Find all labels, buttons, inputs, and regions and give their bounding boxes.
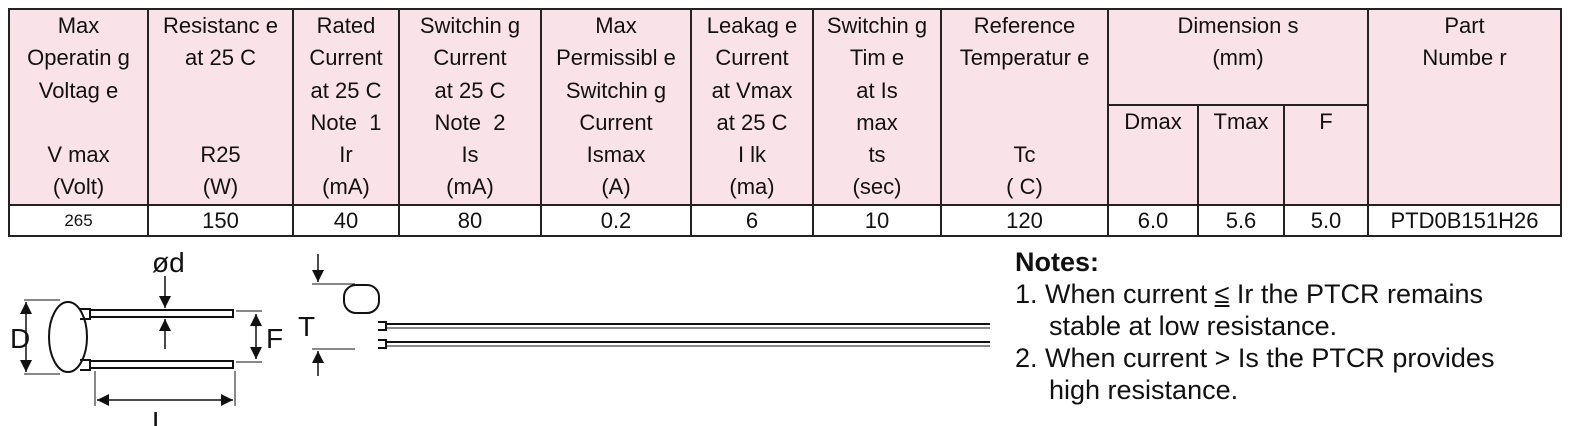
cell-is: 80 [398,203,542,237]
dimension-diagram: ød D F L T [10,247,990,426]
disc-thermistor-front [20,276,262,406]
cell-part-number: PTD0B151H26 [1367,203,1562,237]
table-row: 265 150 40 80 0.2 6 10 120 6.0 5.6 5.0 P… [8,203,1562,237]
cell-ilk: 6 [690,203,814,237]
cell-tc: 120 [940,203,1109,237]
header-f: F [1283,104,1369,206]
notes: Notes: 1. When current ≤ Ir the PTCR rem… [1015,246,1494,406]
cell-f: 5.0 [1283,203,1369,237]
cell-tmax: 5.6 [1197,203,1285,237]
cell-ts: 10 [812,203,942,237]
cell-vmax: 265 [8,203,149,237]
label-L: L [152,406,168,426]
header-tmax: Tmax [1197,104,1285,206]
label-T: T [298,311,315,342]
label-D: D [10,323,30,354]
disc-thermistor-side [312,254,990,376]
cell-ir: 40 [292,203,400,237]
cell-r25: 150 [147,203,294,237]
cell-dmax: 6.0 [1107,203,1199,237]
label-F: F [266,323,283,354]
notes-title: Notes: [1015,247,1100,277]
label-lead-diameter: ød [152,247,185,278]
header-dmax: Dmax [1107,104,1199,206]
cell-ismax: 0.2 [540,203,692,237]
header-dimensions: Dimension s(mm) [1107,8,1369,106]
